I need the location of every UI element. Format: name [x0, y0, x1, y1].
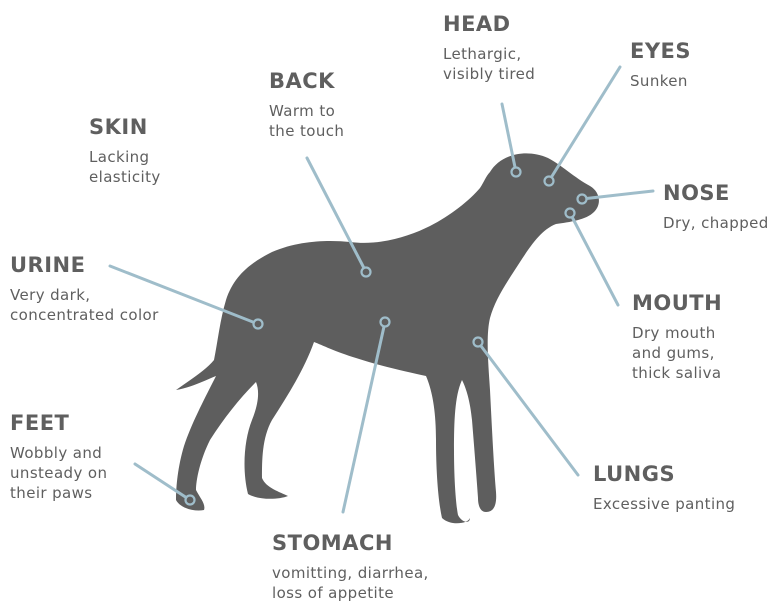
label-skin: SKIN Lacking elasticity [89, 115, 161, 187]
nose-title: NOSE [663, 181, 769, 205]
head-desc: Lethargic, visibly tired [443, 44, 535, 84]
mouth-desc: Dry mouth and gums, thick saliva [632, 323, 722, 383]
label-head: HEAD Lethargic, visibly tired [443, 12, 535, 84]
urine-title: URINE [10, 253, 159, 277]
eyes-leader-line [549, 67, 620, 181]
skin-desc: Lacking elasticity [89, 147, 161, 187]
back-marker [362, 268, 371, 277]
label-mouth: MOUTH Dry mouth and gums, thick saliva [632, 291, 722, 383]
dog-silhouette [176, 153, 599, 523]
mouth-leader-line [570, 213, 618, 305]
lungs-desc: Excessive panting [593, 494, 735, 514]
mouth-marker [566, 209, 575, 218]
stomach-marker [381, 318, 390, 327]
lungs-marker [474, 338, 483, 347]
nose-marker [578, 195, 587, 204]
label-eyes: EYES Sunken [630, 39, 691, 91]
head-title: HEAD [443, 12, 535, 36]
eyes-title: EYES [630, 39, 691, 63]
label-urine: URINE Very dark, concentrated color [10, 253, 159, 325]
head-marker [512, 168, 521, 177]
label-feet: FEET Wobbly and unsteady on their paws [10, 411, 107, 503]
eyes-desc: Sunken [630, 71, 691, 91]
label-nose: NOSE Dry, chapped [663, 181, 769, 233]
stomach-desc: vomitting, diarrhea, loss of appetite [272, 563, 429, 603]
urine-marker [254, 320, 263, 329]
skin-title: SKIN [89, 115, 161, 139]
back-title: BACK [269, 69, 344, 93]
feet-desc: Wobbly and unsteady on their paws [10, 443, 107, 503]
feet-marker [186, 496, 195, 505]
label-stomach: STOMACH vomitting, diarrhea, loss of app… [272, 531, 429, 603]
lungs-title: LUNGS [593, 462, 735, 486]
feet-title: FEET [10, 411, 107, 435]
stomach-title: STOMACH [272, 531, 429, 555]
back-desc: Warm to the touch [269, 101, 344, 141]
urine-desc: Very dark, concentrated color [10, 285, 159, 325]
eyes-marker [545, 177, 554, 186]
mouth-title: MOUTH [632, 291, 722, 315]
label-lungs: LUNGS Excessive panting [593, 462, 735, 514]
label-back: BACK Warm to the touch [269, 69, 344, 141]
nose-desc: Dry, chapped [663, 213, 769, 233]
